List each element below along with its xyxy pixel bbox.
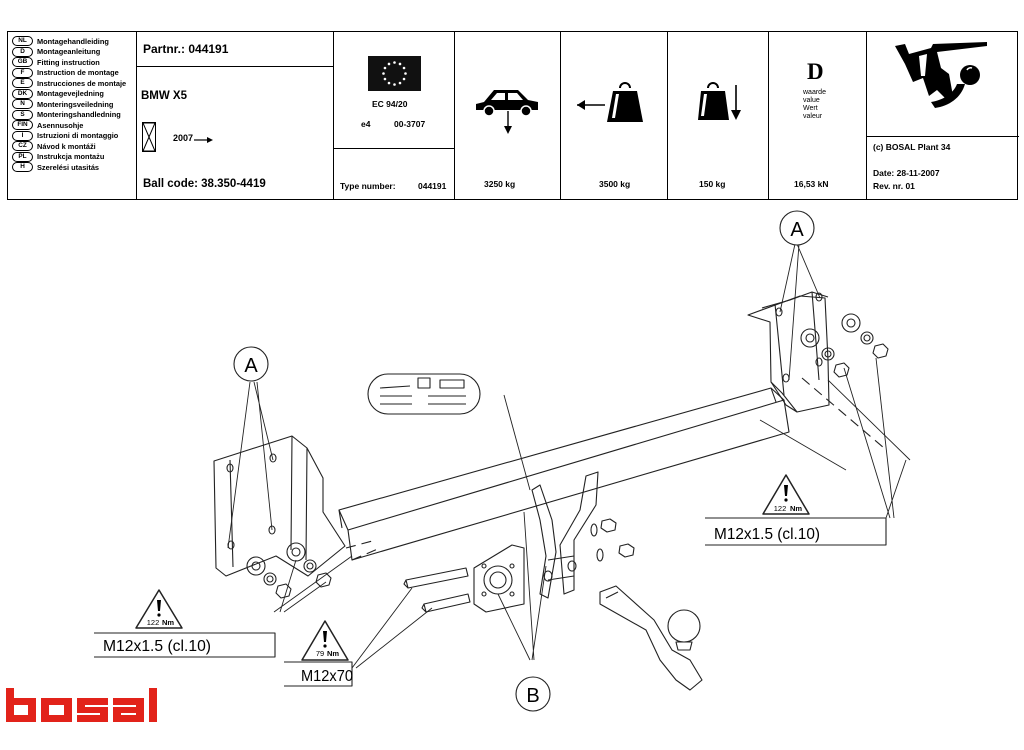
arrow-right-icon xyxy=(194,137,213,143)
eu-star xyxy=(383,77,387,81)
part-number: Partnr.: 044191 xyxy=(143,42,229,56)
vertical-load-icon xyxy=(698,82,741,120)
bolt-box-right xyxy=(705,517,887,546)
torque-unit-left: Nm xyxy=(162,618,174,627)
ec-directive: EC 94/20 xyxy=(372,99,408,109)
vertical-load-column: 150 kg xyxy=(668,32,769,199)
approval-column: EC 94/20 e4 00-3707 Type number: 044191 xyxy=(334,32,455,199)
tow-ball-neck xyxy=(599,585,703,691)
type-number-label: Type number: xyxy=(340,181,396,191)
eu-star xyxy=(393,61,396,64)
copyright: (c) BOSAL Plant 34 xyxy=(873,142,951,152)
d-word: waarde xyxy=(803,89,826,96)
part-info-column: Partnr.: 044191 BMW X5 2007 Ball code: 3… xyxy=(137,32,334,199)
d-word: value xyxy=(803,97,820,104)
center-nuts xyxy=(590,518,635,562)
torque-unit-right: Nm xyxy=(790,504,802,513)
callout-b xyxy=(515,676,551,712)
callout-b-label: B xyxy=(526,685,539,707)
right-fasteners xyxy=(800,313,889,378)
revision-date: Date: 28-11-2007 xyxy=(873,168,940,178)
callout-a-right xyxy=(779,210,815,246)
bolt-spec-center: M12x70 xyxy=(301,668,353,685)
warning-marks xyxy=(157,485,788,648)
torque-value-left: 122 xyxy=(147,618,160,627)
torque-unit-center: Nm xyxy=(327,649,339,658)
callout-a-left xyxy=(233,346,269,382)
d-value-column: D waarde value Wert valeur 16,53 kN xyxy=(769,32,867,199)
flange-plate xyxy=(473,544,525,613)
car-weight-icon xyxy=(476,90,538,134)
callout-a-left-label: A xyxy=(244,355,258,377)
approval-number: 00-3707 xyxy=(394,119,426,129)
eu-star xyxy=(387,81,391,85)
right-mounting-bracket xyxy=(747,291,830,413)
cross-tube xyxy=(338,387,790,561)
towbar-icon xyxy=(895,42,987,108)
torque-value-right: 122 xyxy=(774,504,787,513)
bosal-logo-mark xyxy=(6,688,157,722)
eu-star xyxy=(382,72,385,75)
production-year: 2007 xyxy=(173,133,194,143)
leader-lines xyxy=(227,243,911,669)
vehicle-mass-value: 3250 kg xyxy=(484,179,516,189)
type-plate xyxy=(367,373,481,415)
eu-star xyxy=(398,81,402,85)
revision-number: Rev. nr. 01 xyxy=(873,181,915,191)
vehicle-mass-column: 3250 kg xyxy=(455,32,561,199)
d-letter: D xyxy=(807,59,824,84)
trailer-weight-icon xyxy=(577,82,643,122)
torque-value-center: 79 xyxy=(316,649,324,658)
d-word: Wert xyxy=(803,105,818,112)
info-column: (c) BOSAL Plant 34 Date: 28-11-2007 Rev.… xyxy=(867,32,1019,199)
callout-a-right-label: A xyxy=(790,219,804,241)
bosal-logo: bosal xyxy=(6,688,178,724)
ball-code: Ball code: 38.350-4419 xyxy=(143,178,266,190)
d-word: valeur xyxy=(803,113,823,120)
eu-star xyxy=(398,62,402,66)
eu-star xyxy=(404,72,407,75)
e4-mark: e4 xyxy=(361,119,371,129)
bolt-box-left xyxy=(94,632,276,658)
bolt-spec-left: M12x1.5 (cl.10) xyxy=(103,638,211,655)
bolt-spec-right: M12x1.5 (cl.10) xyxy=(714,526,820,543)
bolt-box-center xyxy=(284,661,353,687)
vertical-load-value: 150 kg xyxy=(699,179,726,189)
eu-star xyxy=(383,66,387,70)
bolts xyxy=(403,567,471,613)
dash-line xyxy=(345,377,885,561)
eu-star xyxy=(402,77,406,81)
eu-star xyxy=(402,66,406,70)
eu-flag-icon xyxy=(368,56,421,91)
trailer-mass-column: 3500 kg xyxy=(561,32,668,199)
eu-star xyxy=(387,62,391,66)
left-fasteners xyxy=(246,542,332,599)
ball-mount-bracket xyxy=(531,471,599,599)
eu-star xyxy=(393,83,396,86)
left-mounting-bracket xyxy=(213,435,346,577)
hourglass-icon xyxy=(142,122,156,152)
type-number: 044191 xyxy=(418,181,447,191)
trailer-mass-value: 3500 kg xyxy=(599,179,631,189)
d-value: 16,53 kN xyxy=(794,179,829,189)
vehicle-model: BMW X5 xyxy=(141,90,187,102)
